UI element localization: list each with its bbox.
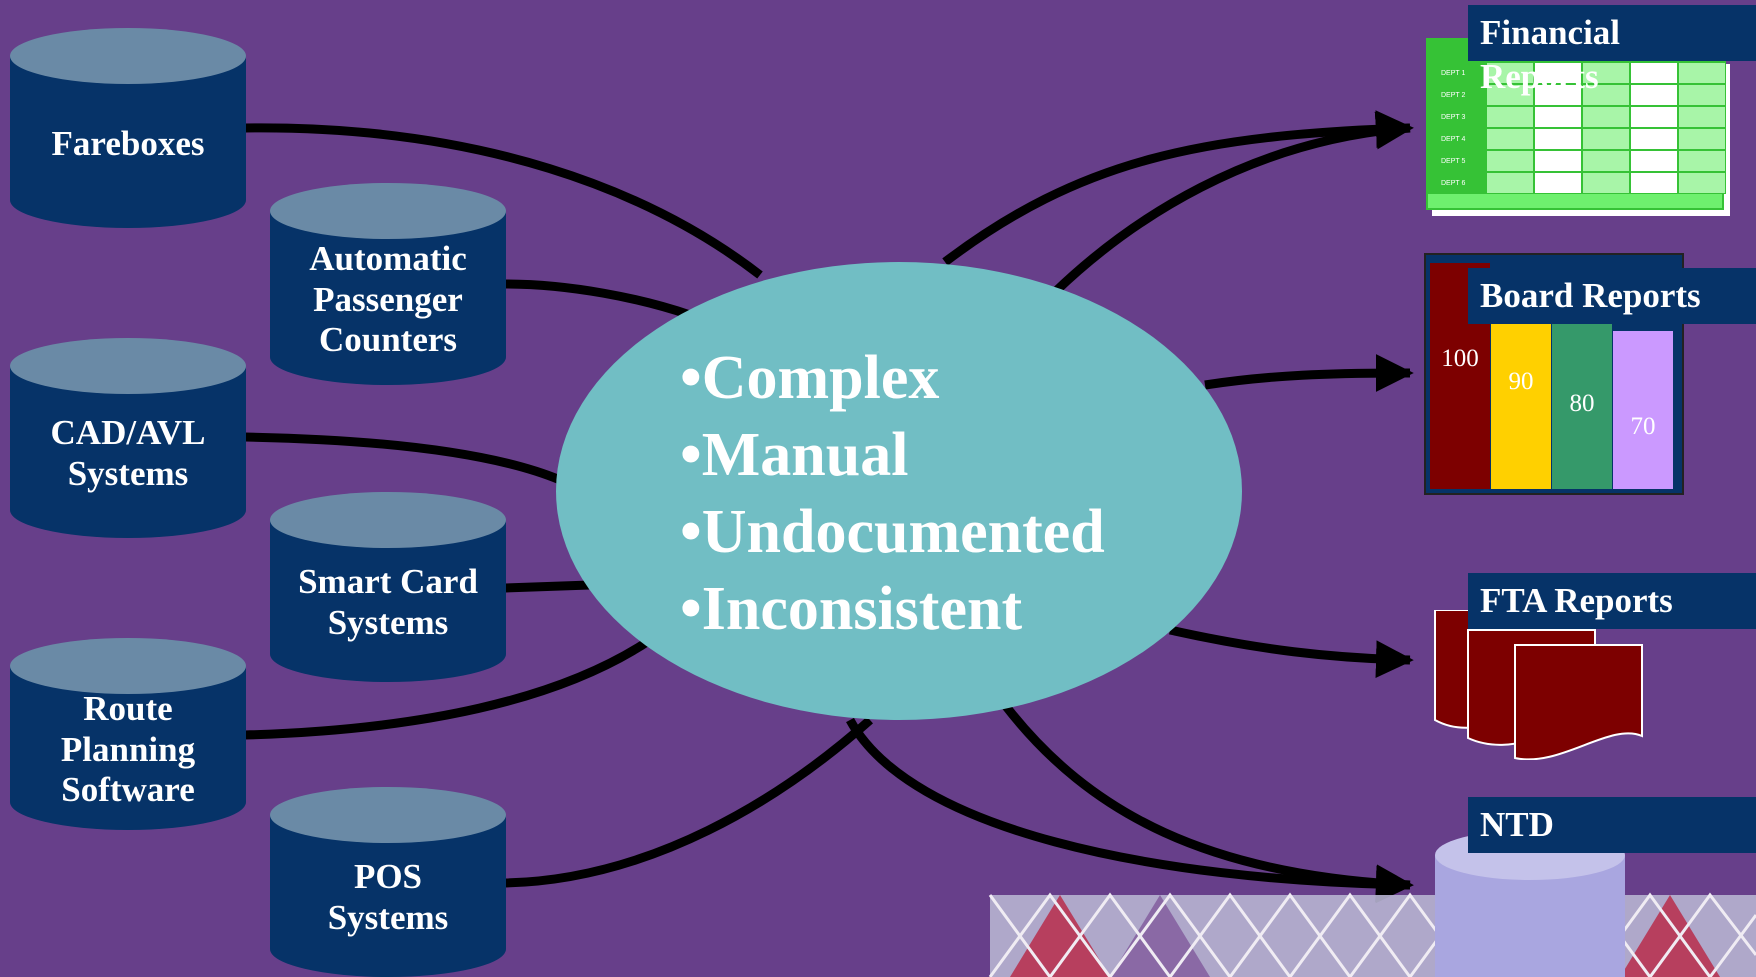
sheet-cell	[1534, 84, 1582, 106]
sheet-cell	[1486, 150, 1534, 172]
connector-apc	[504, 279, 692, 320]
sheet-cell	[1534, 150, 1582, 172]
sheet-cell	[1582, 106, 1630, 128]
connector-pos	[504, 716, 873, 888]
sheet-row-header: DEPT 2	[1428, 84, 1486, 106]
financial-reports-label: Financial Reports	[1468, 5, 1756, 96]
connector-smart-card	[504, 580, 591, 593]
sheet-row-header: DEPT 5	[1428, 150, 1486, 172]
sheet-cell	[1534, 172, 1582, 194]
board-bar-value: 90	[1508, 367, 1534, 395]
sheet-cell	[1486, 172, 1534, 194]
arrow-ntd-1	[1001, 702, 1414, 903]
board-bar-value: 100	[1441, 345, 1479, 372]
bullet-inconsistent: •Inconsistent	[680, 575, 1023, 643]
sheet-cell	[1630, 106, 1678, 128]
source-label: POS Systems	[327, 857, 449, 937]
process-bullets: •Complex •Manual •Undocumented •Inconsis…	[680, 340, 1105, 648]
sheet-cell	[1678, 172, 1726, 194]
sheet-cell	[1486, 84, 1534, 106]
source-pos-systems: POS Systems	[270, 787, 506, 977]
sheet-cell	[1678, 62, 1726, 84]
board-bar: 100	[1430, 263, 1490, 489]
arrow-ntd-2	[846, 717, 1414, 904]
sheet-cell	[1630, 62, 1678, 84]
arrow-board	[1204, 354, 1414, 392]
sheet-row-header: DEPT 1	[1428, 62, 1486, 84]
board-bar-value: 80	[1569, 390, 1595, 418]
sheet-cell	[1678, 84, 1726, 106]
sheet-cell	[1630, 172, 1678, 194]
source-smart-card-systems: Smart Card Systems	[270, 492, 506, 682]
board-reports-label: Board Reports	[1468, 268, 1756, 324]
source-route-planning-software: Route Planning Software	[10, 638, 246, 830]
bullet-complex: •Complex	[680, 344, 940, 412]
sheet-cell	[1630, 150, 1678, 172]
sheet-cell	[1678, 150, 1726, 172]
sheet-row-header: DEPT 3	[1428, 106, 1486, 128]
sheet-row-header: DEPT 6	[1428, 172, 1486, 194]
sheet-cell	[1534, 128, 1582, 150]
board-bar: 70	[1613, 330, 1673, 489]
source-fareboxes: Fareboxes	[10, 28, 246, 228]
fta-documents-icon	[1434, 610, 1643, 760]
ntd-label: NTD	[1468, 797, 1756, 853]
sheet-cell	[1486, 128, 1534, 150]
source-automatic-passenger-counters: Automatic Passenger Counters	[270, 183, 506, 385]
process-ellipse	[556, 262, 1242, 720]
sheet-cell	[1582, 84, 1630, 106]
source-label: Fareboxes	[51, 123, 205, 163]
bullet-undocumented: •Undocumented	[680, 498, 1105, 566]
sheet-cell	[1582, 150, 1630, 172]
source-label: Route Planning Software	[60, 689, 196, 810]
sheet-row-header: DEPT 4	[1428, 128, 1486, 150]
sheet-cell	[1486, 62, 1534, 84]
bullet-manual: •Manual	[680, 421, 909, 489]
sheet-cell	[1534, 62, 1582, 84]
source-label: Automatic Passenger Counters	[309, 239, 467, 360]
sheet-cell	[1582, 62, 1630, 84]
source-label: CAD/AVL Systems	[50, 413, 206, 493]
sheet-cell	[1534, 106, 1582, 128]
board-bar: 80	[1552, 308, 1612, 489]
source-label: Smart Card Systems	[298, 562, 478, 642]
arrow-financial-1	[942, 110, 1414, 266]
ntd-database-icon	[1435, 830, 1625, 977]
sheet-cell	[1582, 128, 1630, 150]
decorative-pattern	[988, 892, 1756, 977]
sheet-cell	[1582, 172, 1630, 194]
sheet-cell	[1630, 128, 1678, 150]
fta-reports-label: FTA Reports	[1468, 573, 1756, 629]
sheet-cell	[1678, 106, 1726, 128]
connector-route-planning	[244, 636, 653, 740]
sheet-cell	[1678, 128, 1726, 150]
connector-cad-avl	[244, 432, 562, 485]
sheet-cell	[1486, 106, 1534, 128]
source-cad-avl-systems: CAD/AVL Systems	[10, 338, 246, 538]
arrow-financial-2	[1051, 111, 1414, 296]
board-bar-value: 70	[1630, 412, 1656, 440]
connector-fareboxes	[244, 123, 763, 279]
sheet-cell	[1630, 84, 1678, 106]
arrow-fta	[1169, 625, 1414, 679]
